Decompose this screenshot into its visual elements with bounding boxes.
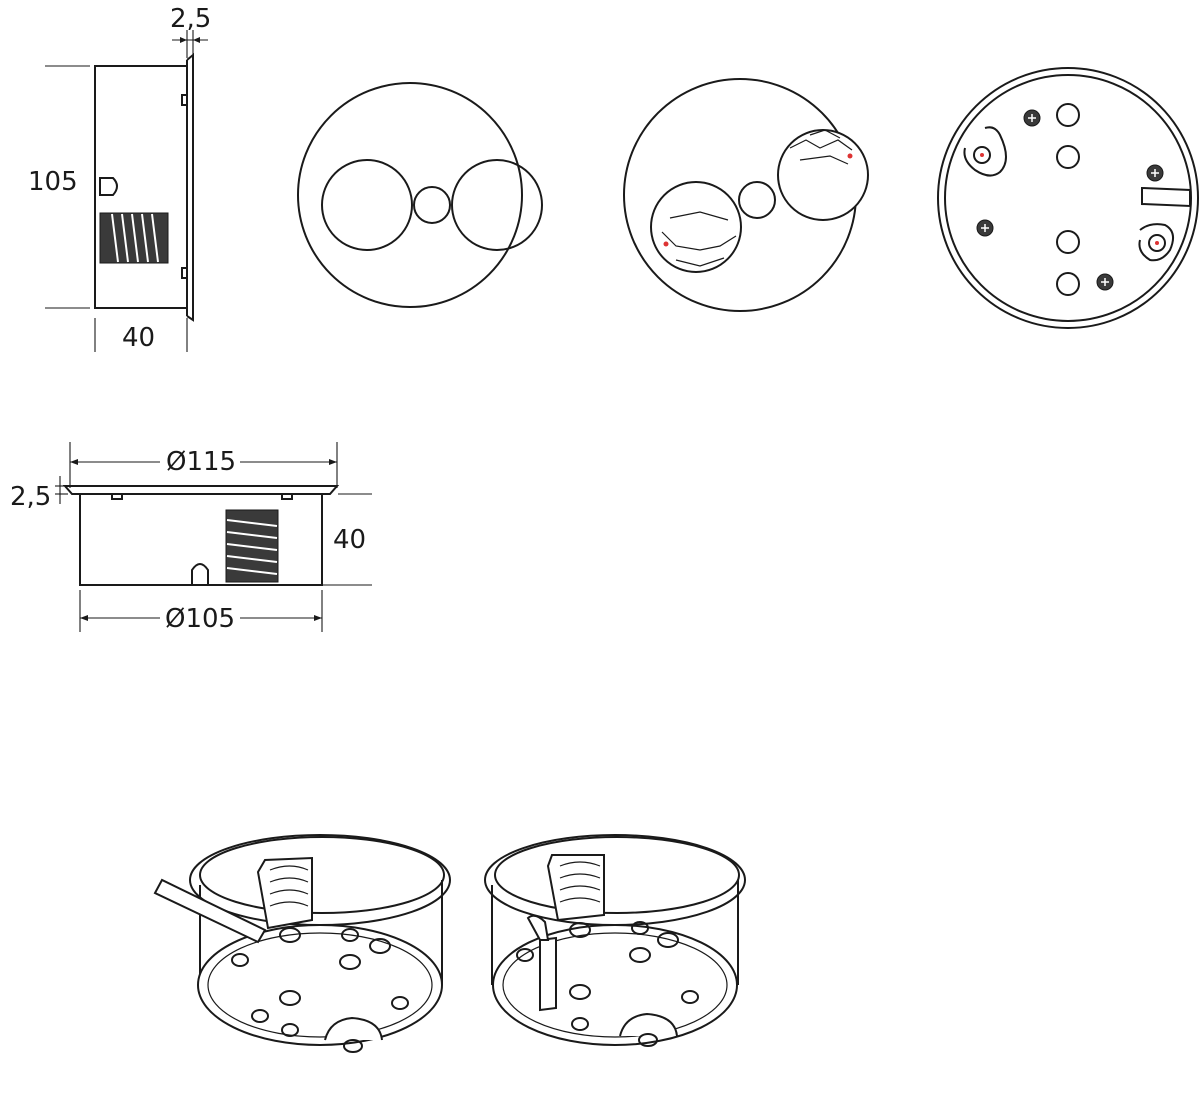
isometric-view-left (153, 834, 451, 1053)
flange-diameter-label: Ø115 (166, 447, 236, 477)
front-flange-label: 2,5 (10, 482, 51, 512)
isometric-view-right (484, 834, 746, 1047)
front-plate-view (297, 82, 543, 308)
back-view (937, 67, 1199, 329)
body-diameter-label: Ø105 (165, 604, 235, 634)
side-depth-label: 40 (122, 323, 155, 353)
front-socket-view (623, 78, 869, 312)
front-depth-label: 40 (333, 525, 366, 555)
side-view: 105 40 2,5 (28, 4, 211, 353)
side-height-label: 105 (28, 167, 78, 197)
front-elevation-view: Ø115 Ø105 40 2,5 (10, 442, 372, 634)
side-flange-label: 2,5 (170, 4, 211, 34)
